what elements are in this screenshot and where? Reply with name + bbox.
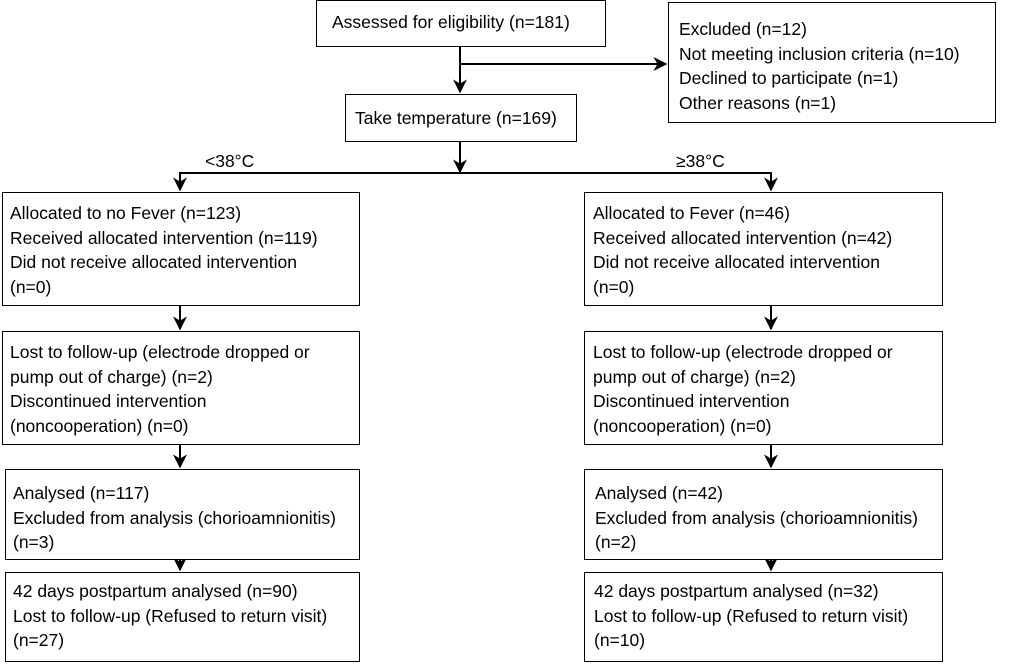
right-allocation-line: Received allocated intervention (n=42) <box>593 227 893 248</box>
right-postpartum-line: (n=10) <box>594 630 646 650</box>
left-followup-line: (noncooperation) (n=0) <box>10 415 189 436</box>
right-analysis-box: Analysed (n=42) Excluded from analysis (… <box>584 469 943 560</box>
right-postpartum-box: 42 days postpartum analysed (n=32) Lost … <box>584 572 943 662</box>
right-branch-label: ≥38°C <box>676 151 725 171</box>
right-followup-line: (noncooperation) (n=0) <box>593 415 772 436</box>
right-followup-line: Discontinued intervention <box>593 391 790 411</box>
left-analysis-line: Analysed (n=117) <box>13 483 150 503</box>
left-analysis-box: Analysed (n=117) Excluded from analysis … <box>5 469 360 560</box>
right-allocation-box: Allocated to Fever (n=46) Received alloc… <box>584 192 943 306</box>
left-allocation-line: Allocated to no Fever (n=123) <box>10 203 242 223</box>
right-allocation-line: Allocated to Fever (n=46) <box>593 203 790 223</box>
right-allocation-line: (n=0) <box>593 276 635 297</box>
excluded-reason: Not meeting inclusion criteria (n=10) <box>679 43 960 64</box>
left-allocation-line: (n=0) <box>10 276 52 297</box>
left-allocation-line: Received allocated intervention (n=119) <box>10 227 318 248</box>
left-postpartum-line: Lost to follow-up (Refused to return vis… <box>13 605 328 626</box>
left-postpartum-line: (n=27) <box>13 630 65 650</box>
assessed-box: Assessed for eligibility (n=181) <box>316 0 606 47</box>
left-branch-label: <38°C <box>205 151 255 171</box>
left-allocation-line: Did not receive allocated intervention <box>10 252 297 272</box>
right-postpartum-line: Lost to follow-up (Refused to return vis… <box>594 605 909 626</box>
assessed-text: Assessed for eligibility (n=181) <box>332 12 570 32</box>
left-followup-line: Discontinued intervention <box>10 391 207 411</box>
right-postpartum-line: 42 days postpartum analysed (n=32) <box>594 581 879 601</box>
take-temperature-text: Take temperature (n=169) <box>355 108 557 128</box>
right-analysis-line: (n=2) <box>595 532 637 552</box>
right-analysis-line: Excluded from analysis (chorioamnionitis… <box>595 507 918 528</box>
left-postpartum-box: 42 days postpartum analysed (n=90) Lost … <box>5 572 360 662</box>
right-followup-box: Lost to follow-up (electrode dropped or … <box>584 331 943 445</box>
left-analysis-line: Excluded from analysis (chorioamnionitis… <box>13 507 336 528</box>
left-analysis-line: (n=3) <box>13 532 55 552</box>
excluded-reason: Declined to participate (n=1) <box>679 68 899 88</box>
excluded-box: Excluded (n=12) Not meeting inclusion cr… <box>668 2 996 123</box>
right-followup-line: pump out of charge) (n=2) <box>593 366 796 387</box>
left-followup-line: Lost to follow-up (electrode dropped or <box>10 342 310 362</box>
excluded-title: Excluded (n=12) <box>679 19 807 39</box>
right-allocation-line: Did not receive allocated intervention <box>593 252 880 272</box>
left-followup-box: Lost to follow-up (electrode dropped or … <box>2 331 360 445</box>
left-postpartum-line: 42 days postpartum analysed (n=90) <box>13 581 298 601</box>
left-followup-line: pump out of charge) (n=2) <box>10 366 213 387</box>
excluded-reason: Other reasons (n=1) <box>679 92 837 113</box>
right-followup-line: Lost to follow-up (electrode dropped or <box>593 342 893 362</box>
take-temperature-box: Take temperature (n=169) <box>345 94 577 142</box>
right-analysis-line: Analysed (n=42) <box>595 483 723 503</box>
left-allocation-box: Allocated to no Fever (n=123) Received a… <box>2 192 360 306</box>
